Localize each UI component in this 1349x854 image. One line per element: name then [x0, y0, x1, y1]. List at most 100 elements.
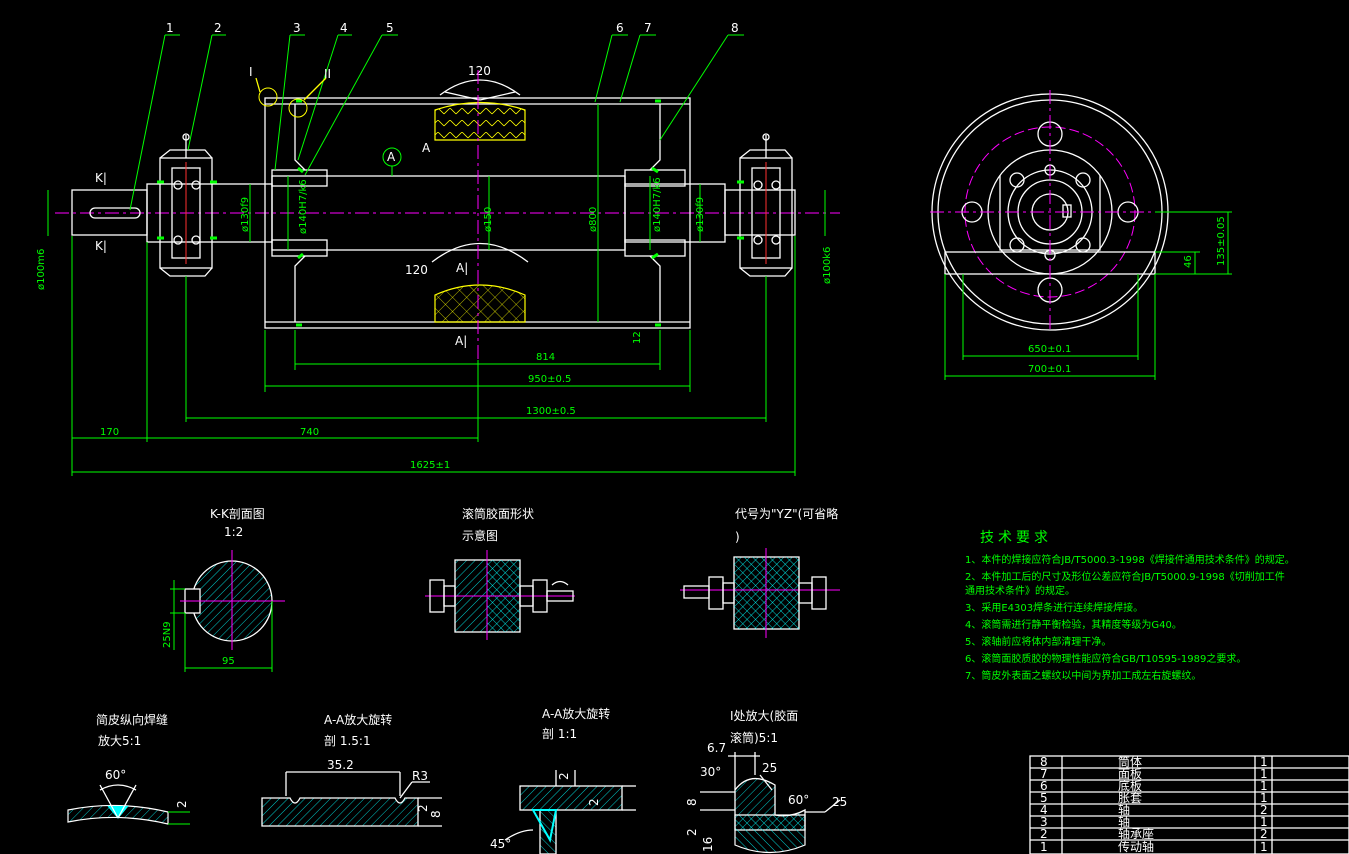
table-cell: 1 — [1260, 779, 1268, 793]
dim-d130-right: ø130f9 — [695, 197, 706, 232]
table-cell: 底板 — [1118, 778, 1142, 793]
tech-item: 5、滚轴前应将体内部清理干净。 — [965, 635, 1111, 648]
rubber-pad-bottom — [434, 284, 526, 323]
yz-view: 代号为"YZ"(可省略 ) — [680, 506, 840, 638]
detail-i-dim-16: 16 — [701, 837, 715, 852]
detail-i-dim-67: 6.7 — [707, 741, 726, 755]
rubber-subtitle: 示意图 — [462, 528, 498, 543]
part-number: 8 — [731, 21, 739, 35]
detail-mark-ii: II — [324, 67, 331, 81]
part-number: 3 — [293, 21, 301, 35]
dim-d800: ø800 — [588, 207, 599, 232]
part-number-labels: 1 2 3 4 5 6 7 8 — [166, 21, 739, 35]
yz-title: 代号为"YZ"(可省略 — [735, 506, 838, 521]
section-mark-a-lower: A| — [455, 334, 467, 348]
section-mark-a-upper: A| — [456, 261, 468, 275]
side-view: 135±0.05 46 650±0.1 700±0.1 — [930, 90, 1232, 380]
dim-700: 700±0.1 — [1028, 364, 1071, 375]
detail-i-dim-25a: 25 — [762, 761, 777, 775]
weld-angle: 60° — [105, 768, 126, 782]
aa1-dim-8: 8 — [429, 810, 443, 818]
dim-d100-left: ø100m6 — [36, 249, 47, 290]
shaft-right-end — [724, 189, 796, 236]
table-cell: 5 — [1040, 791, 1048, 805]
table-cell: 1 — [1040, 840, 1048, 854]
table-cell: 1 — [1260, 815, 1268, 829]
table-cell: 面板 — [1118, 767, 1142, 781]
table-row: 1 传动轴 1 — [1040, 839, 1268, 854]
detail-i-view: I处放大(胶面 滚筒)5:1 6.7 30° 25 60° 25 8 2 16 — [685, 708, 847, 854]
aa-section-2: A-A放大旋转 剖 1:1 2 2 45° — [490, 706, 636, 854]
rubber-title: 滚筒胶面形状 — [462, 506, 534, 521]
table-row: 3 轴 1 — [1040, 814, 1268, 829]
kk-dim-95: 95 — [222, 656, 235, 667]
part-number: 4 — [340, 21, 348, 35]
kk-section-view: K-K剖面图 1:2 25N9 95 — [162, 507, 285, 672]
dim-12: 12 — [632, 331, 643, 344]
table-cell: 1 — [1260, 767, 1268, 781]
detail-i-title: I处放大(胶面 — [730, 708, 798, 723]
weld-detail-view: 简皮纵向焊缝 放大5:1 60° 2 — [67, 712, 190, 825]
section-mark-k-upper: K| — [95, 171, 107, 185]
table-cell: 轴 — [1118, 802, 1130, 817]
weld-dim-2: 2 — [175, 800, 189, 808]
section-arrow-a: A — [422, 141, 431, 155]
table-cell: 轴承座 — [1118, 826, 1154, 841]
table-cell: 1 — [1260, 755, 1268, 769]
section-mark-a: A — [387, 150, 396, 164]
dim-135: 135±0.05 — [1216, 216, 1227, 266]
table-cell: 2 — [1040, 827, 1048, 841]
table-row: 2 轴承座 2 — [1040, 826, 1268, 841]
technical-requirements: 技术要求 1、本件的焊接应符合JB/T5000.3-1998《焊接件通用技术条件… — [965, 530, 1295, 682]
table-cell: 筒体 — [1118, 754, 1142, 769]
dim-d140-right: ø140H7/k6 — [652, 177, 663, 232]
table-row: 7 面板 1 — [1040, 767, 1268, 781]
kk-title: K-K剖面图 — [210, 507, 265, 521]
rubber-pad-top — [434, 101, 526, 141]
table-cell: 6 — [1040, 779, 1048, 793]
detail-mark-i: I — [249, 65, 253, 79]
part-number: 2 — [214, 21, 222, 35]
aa1-scale: 剖 1.5:1 — [324, 734, 371, 748]
dim-d100-right: ø100k6 — [822, 247, 833, 284]
tech-title: 技术要求 — [980, 530, 1052, 546]
detail-i-angle-30: 30° — [700, 765, 721, 779]
dim-d150: ø150 — [483, 207, 494, 232]
table-cell: 轴 — [1118, 814, 1130, 829]
table-cell: 1 — [1260, 840, 1268, 854]
detail-i-dim-8: 8 — [685, 798, 699, 806]
table-cell: 2 — [1260, 827, 1268, 841]
dim-46: 46 — [1183, 255, 1194, 268]
dim-814: 814 — [536, 352, 555, 363]
tech-item: 3、采用E4303焊条进行连续焊接焊接。 — [965, 601, 1143, 614]
dim-1300: 1300±0.5 — [526, 406, 576, 417]
aa1-dim-352: 35.2 — [327, 758, 354, 772]
tech-item: 通用技术条件》的规定。 — [965, 584, 1075, 597]
part-number: 7 — [644, 21, 652, 35]
aa2-angle-45: 45° — [490, 837, 511, 851]
aa1-dim-2: 2 — [416, 804, 430, 812]
aa1-r3: R3 — [412, 769, 428, 783]
weld-title: 简皮纵向焊缝 — [96, 712, 168, 727]
bearing-housing-right — [737, 133, 793, 277]
dim-170: 170 — [100, 427, 119, 438]
table-cell: 3 — [1040, 815, 1048, 829]
dim-d130-left: ø130f9 — [240, 197, 251, 232]
dim-d140-left: ø140H7/k6 — [298, 179, 309, 234]
aa2-dim-2b: 2 — [587, 798, 601, 806]
table-cell: 4 — [1040, 803, 1048, 817]
main-assembly-view: 1 2 3 4 5 6 7 8 I II A A A| K| K| 120 12… — [36, 21, 840, 476]
table-cell: 7 — [1040, 767, 1048, 781]
weld-scale: 放大5:1 — [98, 733, 141, 748]
tech-item: 4、滚筒需进行静平衡检验，其精度等级为G40。 — [965, 618, 1182, 631]
detail-i-scale: 滚筒)5:1 — [730, 730, 778, 745]
table-cell: 传动轴 — [1118, 839, 1154, 854]
aa2-title: A-A放大旋转 — [542, 706, 610, 721]
tech-item: 6、滚筒面胶质胶的物理性能应符合GB/T10595-1989之要求。 — [965, 652, 1246, 665]
tech-item: 2、本件加工后的尺寸及形位公差应符合JB/T5000.9-1998《切削加工件 — [965, 570, 1285, 583]
dim-740: 740 — [300, 427, 319, 438]
